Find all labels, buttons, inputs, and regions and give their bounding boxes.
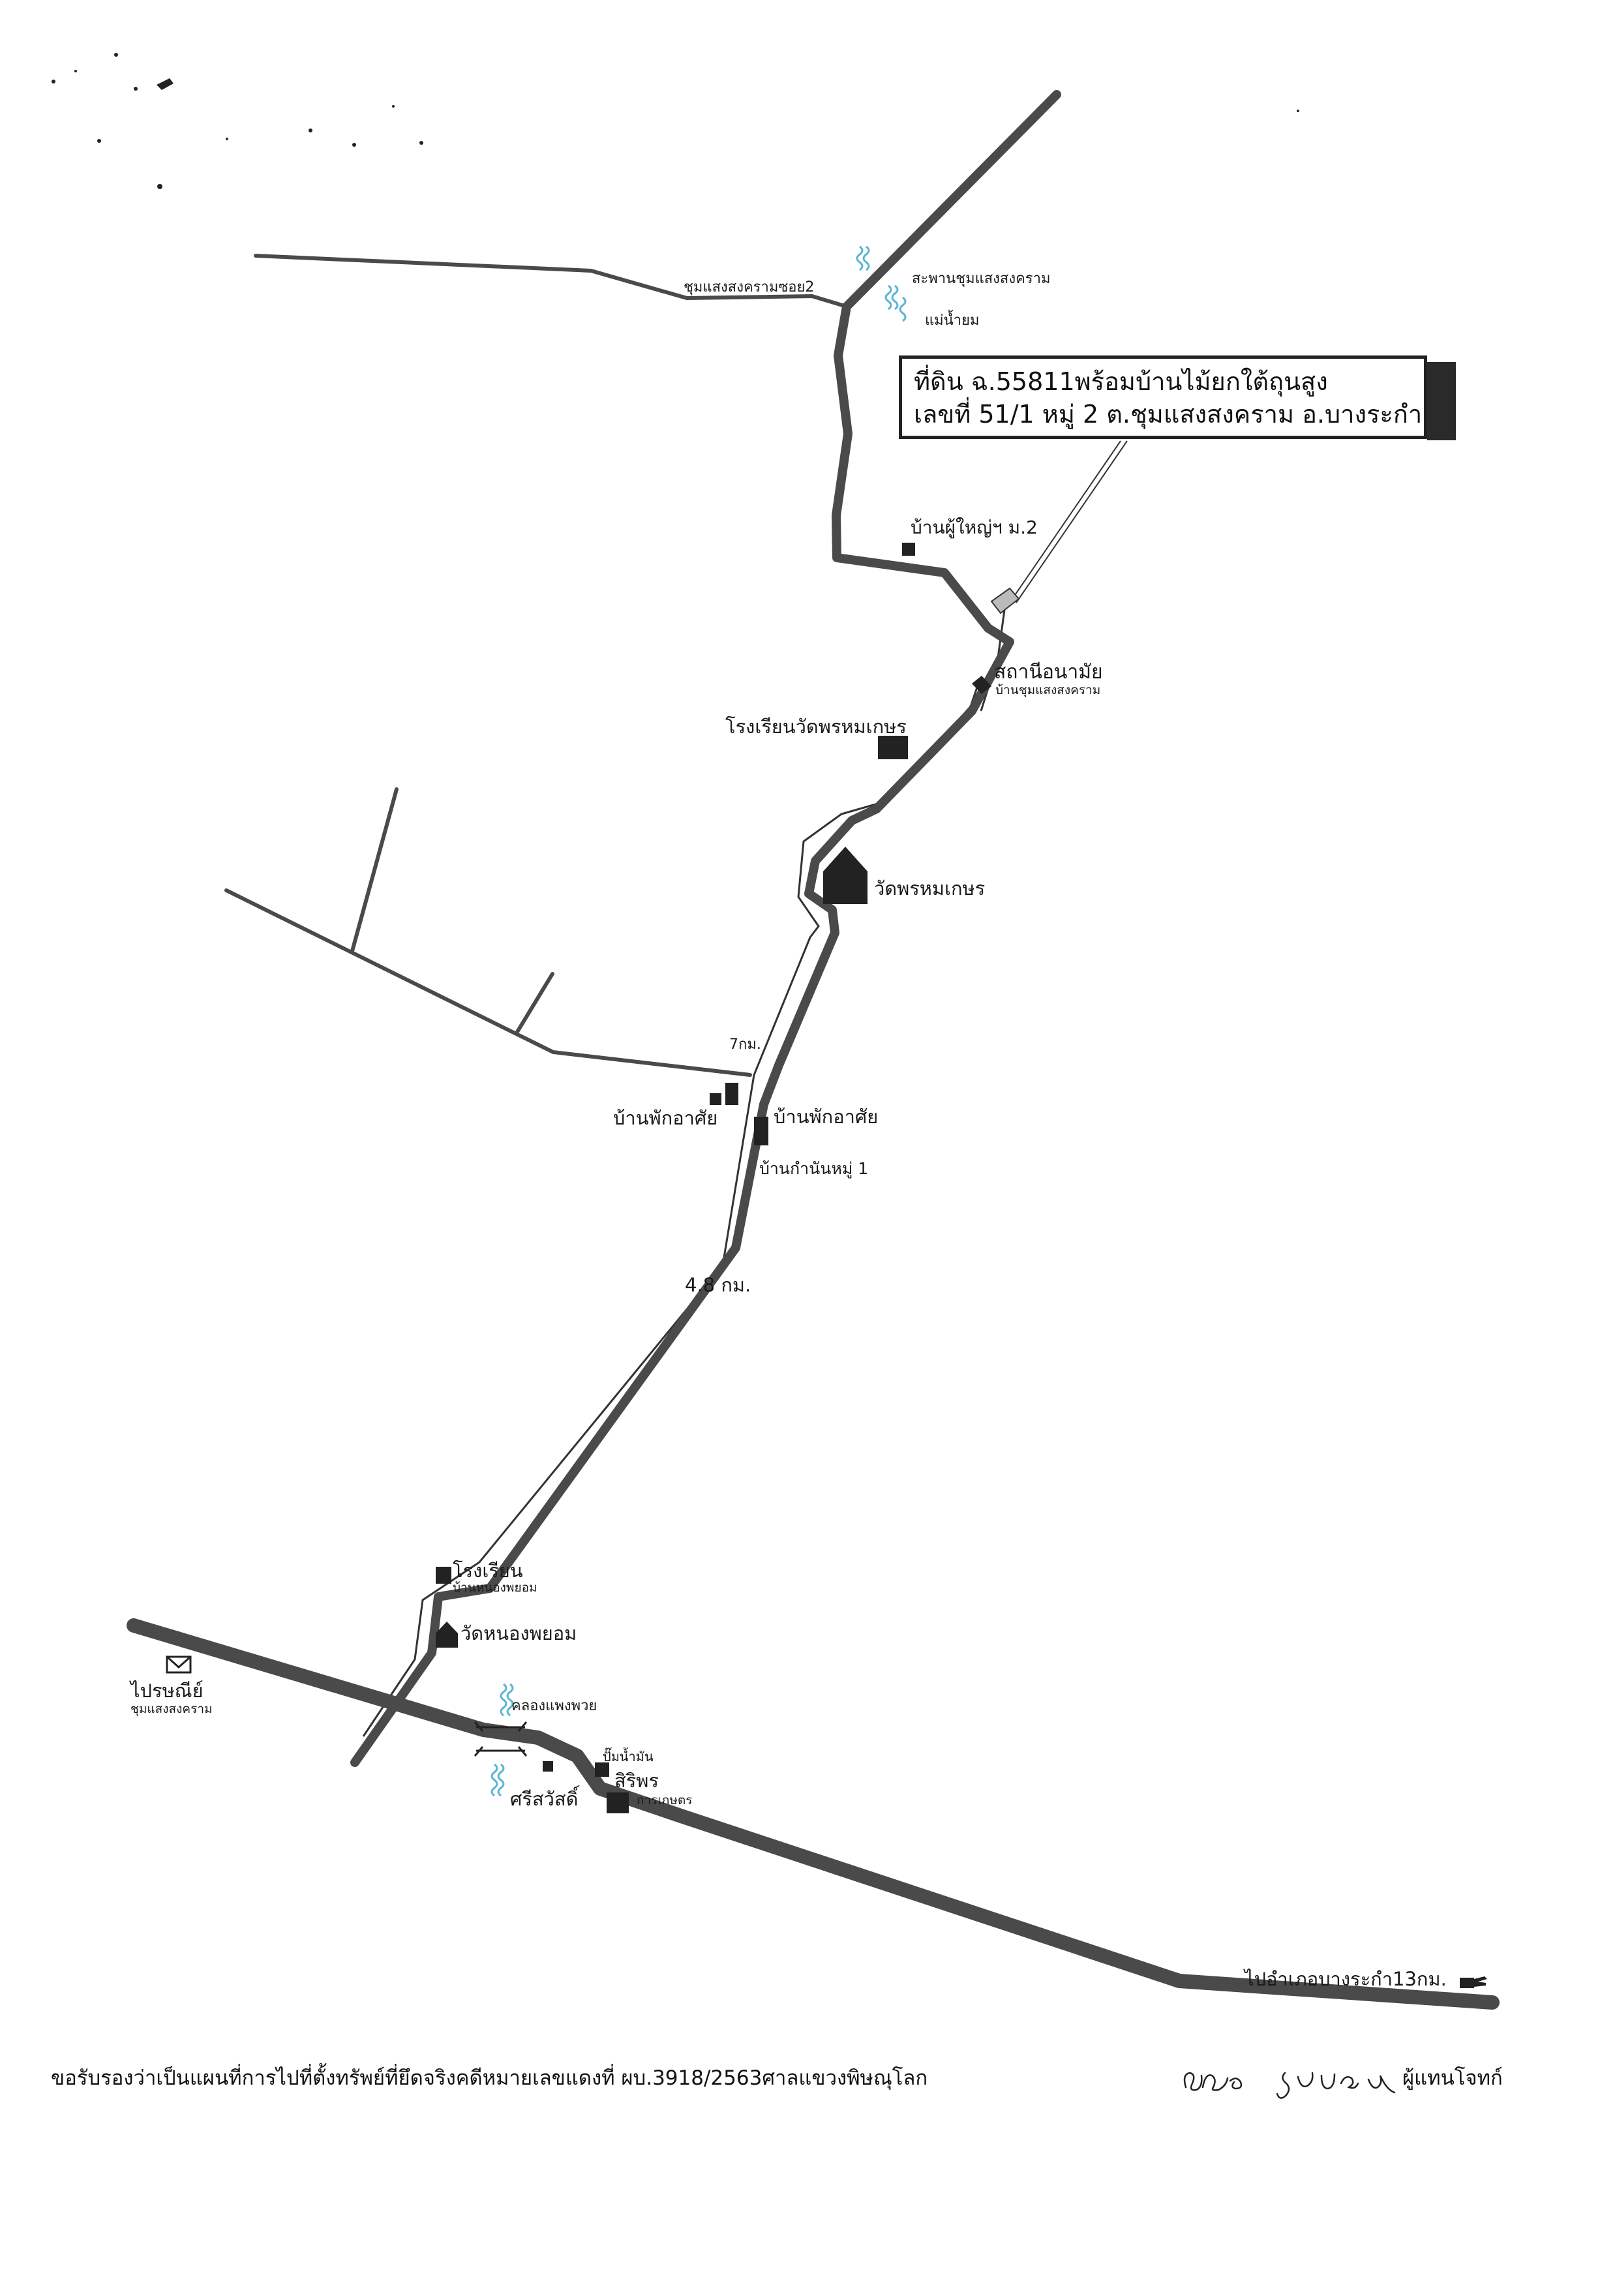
map-labels: สะพานชุมแสงสงคราม แม่น้ำยม ชุมแสงสงครามซ…: [129, 271, 1447, 1990]
title-line-1: ที่ดิน ฉ.55811พร้อมบ้านไม้ยกใต้ถุนสูง: [914, 367, 1328, 396]
highway-bridge-icon: [474, 1721, 528, 1757]
sriswat-icon: [543, 1761, 553, 1772]
label-school: โรงเรียน: [453, 1560, 523, 1582]
health-station-icon: [972, 676, 991, 694]
property-marker-icon: [990, 440, 1128, 614]
label-gas: ปั๊มน้ำมัน: [603, 1747, 654, 1764]
label-post: ไปรษณีย์: [129, 1680, 204, 1702]
title-box-shadow: [1427, 362, 1456, 440]
headman-house-icon: [902, 543, 915, 556]
certification-role: ผู้แทนโจทก์: [1402, 2066, 1503, 2090]
label-residence-left: บ้านพักอาศัย: [613, 1107, 717, 1129]
canal-icon: [491, 1683, 514, 1797]
label-to-district: ไปอำเภอบางระกำ13กม.: [1243, 1968, 1447, 1990]
hand-pointer-icon: [1460, 1978, 1474, 1988]
highway: [127, 1618, 1500, 2010]
temple-prom-icon: [823, 847, 868, 904]
kamnan-house-icon: [754, 1117, 768, 1145]
label-wat-prom: วัดพรหมเกษร: [874, 877, 985, 899]
minor-roads: [224, 254, 863, 1077]
temple-nong-icon: [436, 1622, 458, 1648]
label-health-station-sub: บ้านชุมแสงสงคราม: [995, 683, 1100, 698]
post-envelope-icon: [166, 1655, 192, 1674]
label-kamnan: บ้านกำนันหมู่ 1: [759, 1159, 868, 1179]
label-residence-right: บ้านพักอาศัย: [774, 1106, 878, 1128]
siriporn-icon: [607, 1792, 629, 1813]
label-river: แม่น้ำยม: [925, 310, 979, 329]
label-sriswat: ศรีสวัสดิ์: [510, 1785, 580, 1810]
gas-station-icon: [595, 1762, 609, 1777]
label-km48: 4.8 กม.: [685, 1274, 751, 1296]
label-health-station: สถานีอนามัย: [994, 661, 1103, 684]
residence-icon-1: [710, 1093, 721, 1105]
certification-footer: ขอรับรองว่าเป็นแผนที่การไปที่ตั้งทรัพย์ท…: [51, 2053, 1577, 2106]
label-canal: คลองแพงพวย: [511, 1698, 597, 1714]
label-wat-nong: วัดหนองพยอม: [460, 1622, 577, 1644]
label-siriporn: สิริพร: [614, 1770, 659, 1792]
label-school-sub: บ้านหนองพยอม: [453, 1580, 537, 1595]
school-icon: [436, 1567, 451, 1584]
river-icon: [856, 245, 907, 322]
label-school-wat: โรงเรียนวัดพรหมเกษร: [725, 716, 907, 738]
label-km7: 7กม.: [729, 1036, 761, 1053]
scan-specks: [52, 53, 1299, 189]
main-road: [350, 90, 1061, 1767]
certification-text: ขอรับรองว่าเป็นแผนที่การไปที่ตั้งทรัพย์ท…: [51, 2066, 928, 2090]
residence-icon-2: [725, 1083, 738, 1105]
handwritten-signature: [1183, 2072, 1396, 2099]
title-line-2: เลขที่ 51/1 หมู่ 2 ต.ชุมแสงสงคราม อ.บางร…: [914, 400, 1423, 429]
label-post-sub: ชุมแสงสงคราม: [130, 1702, 213, 1717]
label-siriporn-sub: การเกษตร: [637, 1793, 692, 1807]
label-headman: บ้านผู้ใหญ่ฯ ม.2: [911, 517, 1038, 539]
school-wat-icon: [878, 736, 908, 759]
label-soi: ชุมแสงสงครามซอย2: [684, 279, 814, 295]
property-title-box: ที่ดิน ฉ.55811พร้อมบ้านไม้ยกใต้ถุนสูง เล…: [899, 355, 1427, 439]
building-markers: [436, 543, 1487, 1988]
label-bridge: สะพานชุมแสงสงคราม: [912, 271, 1050, 287]
